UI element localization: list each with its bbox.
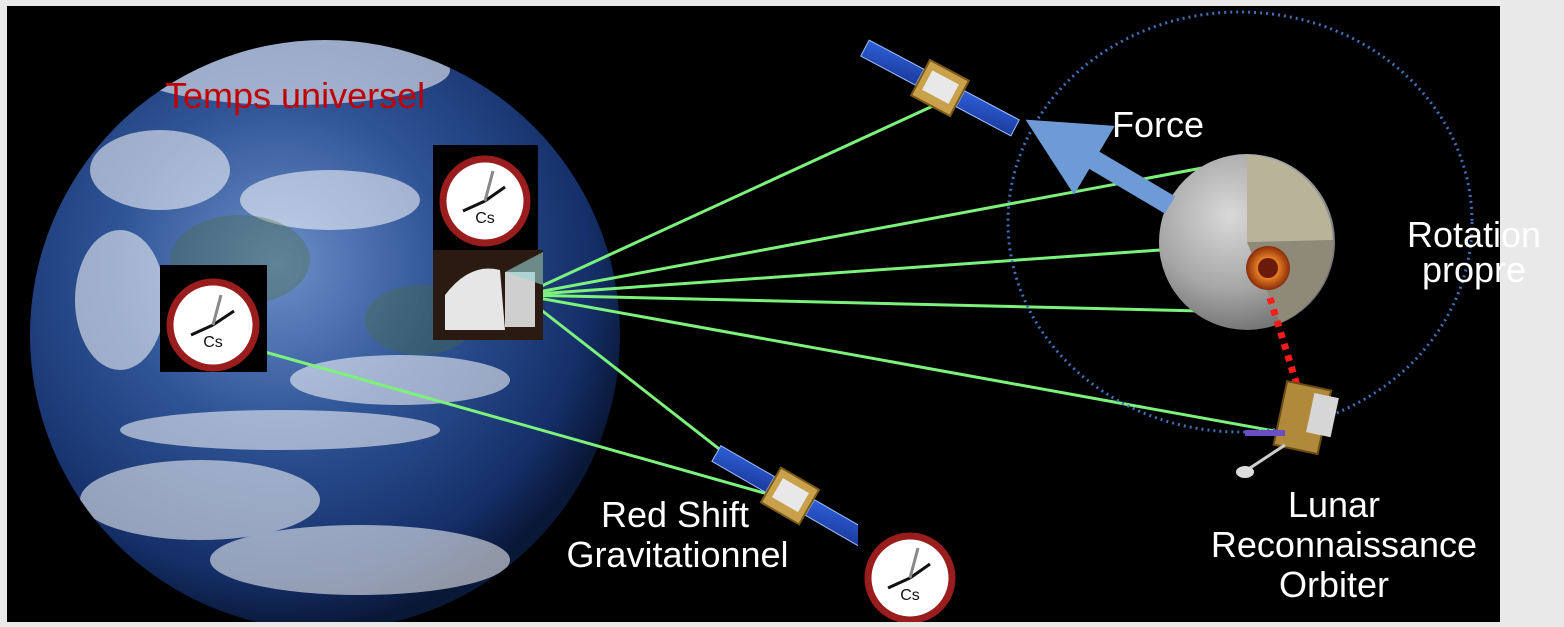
svg-text:Cs: Cs: [475, 210, 495, 227]
rotation-label-line2: propre: [1421, 249, 1527, 290]
redshift-label-line2: Gravitationnel: [566, 534, 789, 575]
link-to-moon-middle: [521, 248, 1161, 297]
link-ground-clock-to-satellite: [264, 350, 783, 500]
moon-cutaway-image: [1159, 154, 1335, 330]
atomic-clock-icon: Cs: [858, 520, 963, 624]
lro-laser-link: [1266, 296, 1304, 397]
force-label: Force: [1112, 104, 1205, 145]
lro-label-line1: Lunar: [1287, 484, 1381, 525]
svg-text:Cs: Cs: [900, 587, 920, 604]
orbit-ring: [1006, 10, 1474, 434]
navigation-satellite-icon: [860, 39, 1020, 137]
atomic-clock-icon: Cs: [160, 265, 267, 372]
link-to-moon-reflector: [521, 293, 1246, 314]
lro-label-line3: Orbiter: [1278, 564, 1390, 605]
lro-spacecraft-icon: [1236, 379, 1339, 478]
navigation-satellite-icon: [711, 445, 869, 547]
telescope-station-image: [433, 250, 543, 340]
redshift-label-line1: Red Shift: [600, 494, 750, 535]
atomic-clock-icon: Cs: [433, 145, 538, 250]
rotation-label-line1: Rotation: [1406, 214, 1542, 255]
link-to-upper-satellite: [521, 103, 936, 297]
title-label: Temps universel: [165, 75, 426, 116]
svg-text:Cs: Cs: [203, 334, 223, 351]
force-arrow: [1025, 119, 1176, 214]
link-to-lro: [521, 293, 1281, 434]
lro-label-line2: Reconnaissance: [1210, 524, 1478, 565]
